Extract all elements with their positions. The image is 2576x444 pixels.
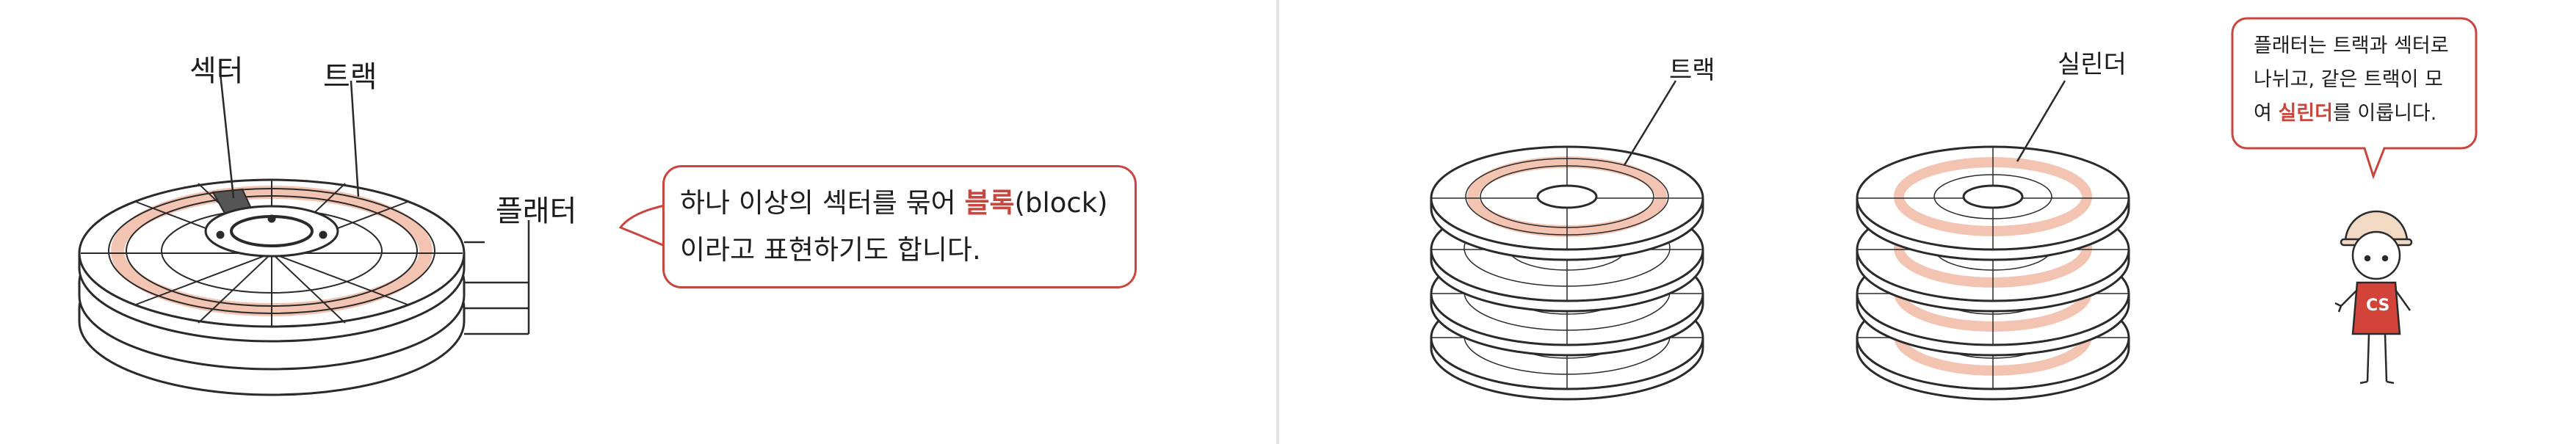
bubble-tail (618, 204, 665, 247)
platter-label: 플래터 (496, 194, 577, 228)
block-bubble-line-2: 이라고 표현하기도 합니다. (680, 234, 981, 266)
cylinder-label: 실린더 (2058, 50, 2127, 79)
track-label: 트랙 (323, 60, 377, 94)
stack-track-platter-1 (1430, 145, 1704, 261)
cylinder-bubble-line-1: 플래터는 트랙과 섹터로 (2254, 34, 2449, 57)
platter-stack-diagram (78, 73, 665, 396)
cylinder-bubble-line-2: 나뉘고, 같은 트랙이 모 (2254, 68, 2443, 91)
stack-cylinder-platter-1 (1856, 145, 2130, 261)
stack-cylinder (1856, 80, 2130, 401)
leader-lines (219, 73, 530, 335)
left-panel: 섹터 트랙 플래터 하나 이상의 섹터를 묶어 블록(block) 이라고 표현… (0, 0, 1276, 444)
cylinder-bubble-line-3: 여 실린더를 이룹니다. (2254, 102, 2437, 125)
cylinder-diagram (1430, 17, 2478, 401)
right-track-label: 트랙 (1669, 56, 1715, 85)
block-speech-bubble (662, 165, 1137, 288)
panel-divider (1276, 0, 1279, 444)
cs-badge: CS (2366, 296, 2390, 315)
block-bubble-line-1: 하나 이상의 섹터를 묶어 블록(block) (680, 187, 1108, 219)
sector-label: 섹터 (189, 54, 244, 88)
stack-track (1430, 80, 1704, 401)
cylinder-speech-bubble (2231, 17, 2478, 180)
cs-character (2334, 210, 2413, 385)
platter-top (78, 178, 466, 343)
right-panel: 트랙 실린더 플래터는 트랙과 섹터로 나뉘고, 같은 트랙이 모 여 실린더를… (1279, 0, 2576, 444)
